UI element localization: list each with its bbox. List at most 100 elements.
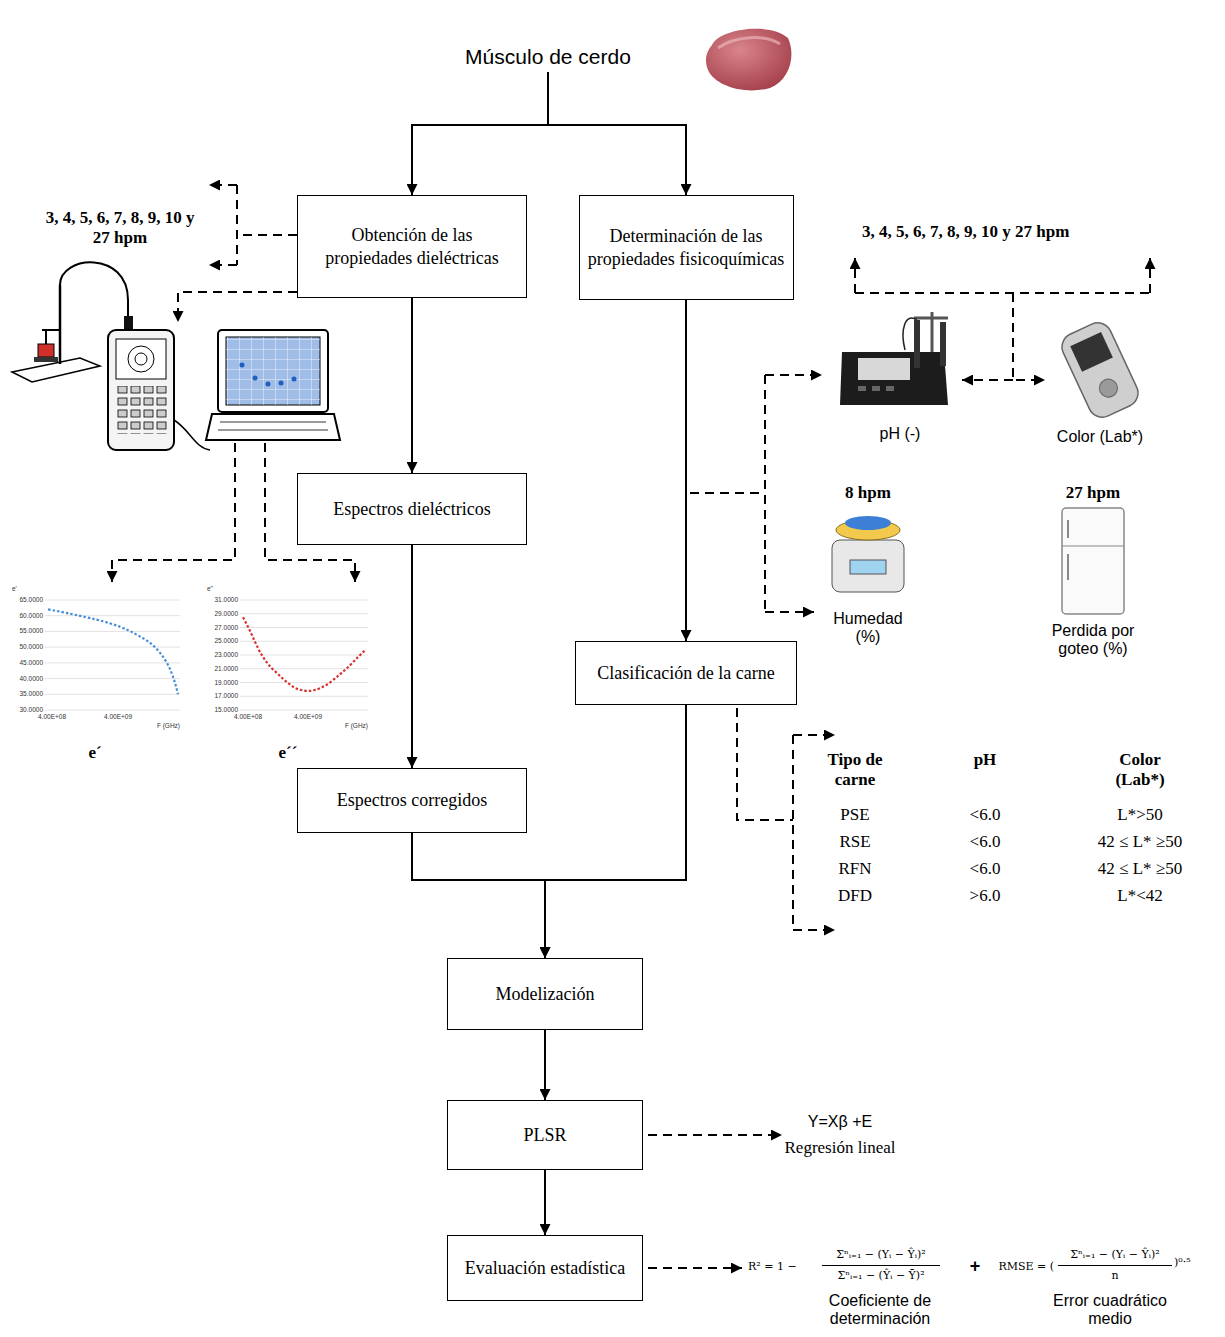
flow-arrow bbox=[545, 705, 686, 958]
permittivity-chart-part bbox=[45, 600, 180, 710]
tick-label: 50.0000 bbox=[7, 643, 43, 651]
ph-meter-part bbox=[886, 386, 894, 391]
tick-label: 40.0000 bbox=[7, 675, 43, 683]
dashed-leader-part bbox=[178, 292, 297, 322]
tick-label: 23.0000 bbox=[202, 651, 238, 659]
laptop-part bbox=[292, 377, 297, 382]
ph-meter-part bbox=[914, 320, 920, 368]
table-cell: 42 ≤ L* ≥50 bbox=[1075, 832, 1205, 852]
laptop-part bbox=[218, 422, 328, 430]
tick-label: 15.0000 bbox=[202, 706, 238, 714]
formula-operator: + bbox=[965, 1256, 985, 1278]
flow-arrow bbox=[412, 833, 545, 958]
moisture-balance-part bbox=[832, 540, 904, 592]
table-cell: <6.0 bbox=[955, 805, 1015, 825]
ph-meter-part bbox=[940, 322, 946, 366]
table-cell: <6.0 bbox=[955, 859, 1015, 879]
refrigerator-part bbox=[1062, 508, 1124, 614]
ph-meter-part bbox=[840, 352, 948, 405]
dashed-leader-part bbox=[765, 374, 822, 376]
laptop-part bbox=[218, 330, 328, 412]
tick-label: 17.0000 bbox=[202, 692, 238, 700]
axis-label: F (GHz) bbox=[130, 722, 180, 730]
process-box: Obtención de las propiedades dieléctrica… bbox=[297, 195, 527, 298]
table-cell: DFD bbox=[810, 886, 900, 906]
formula-term: )⁰·⁵ bbox=[1174, 1255, 1204, 1270]
box-text: PLSR bbox=[523, 1124, 566, 1147]
network-analyzer-part bbox=[116, 339, 166, 379]
instrument-label: Color (Lab*) bbox=[1040, 428, 1160, 446]
moisture-balance-part bbox=[850, 560, 886, 574]
formula-term: Σⁿᵢ₌₁ − (Ŷᵢ − Ȳ)² bbox=[821, 1268, 941, 1283]
permittivity-chart-part bbox=[48, 609, 178, 694]
process-box: Determinación de las propiedades fisicoq… bbox=[579, 195, 794, 300]
dashed-leader-part bbox=[737, 708, 793, 930]
table-cell: >6.0 bbox=[955, 886, 1015, 906]
tick-label: 21.0000 bbox=[202, 665, 238, 673]
probe-stand-part bbox=[59, 285, 62, 364]
permittivity-chart bbox=[45, 600, 180, 710]
laptop-part bbox=[206, 414, 340, 440]
probe-stand-part bbox=[12, 358, 100, 382]
tick-label: 35.0000 bbox=[7, 690, 43, 698]
dashed-leader-part bbox=[1149, 258, 1151, 293]
dashed-leader bbox=[112, 185, 1150, 1268]
table-header: pH bbox=[955, 750, 1015, 770]
ph-meter-part bbox=[858, 386, 866, 391]
colorimeter-part bbox=[1070, 332, 1113, 372]
dashed-leader-part bbox=[855, 292, 1150, 294]
flow-arrow bbox=[548, 72, 686, 195]
time-label: 3, 4, 5, 6, 7, 8, 9, 10 y 27 hpm bbox=[40, 208, 200, 249]
table-cell: RSE bbox=[810, 832, 900, 852]
dashed-leader-part bbox=[765, 611, 814, 613]
dashed-leader-part bbox=[209, 184, 237, 186]
tick-label: 27.0000 bbox=[202, 624, 238, 632]
loss-factor-chart-part bbox=[240, 600, 368, 710]
fraction-bar bbox=[822, 1265, 1172, 1266]
probe-stand-part bbox=[124, 316, 133, 330]
moisture-balance bbox=[832, 516, 904, 592]
dashed-leader-part bbox=[690, 375, 765, 612]
box-text: Evaluación estadística bbox=[465, 1257, 625, 1280]
chart-caption: e´ bbox=[75, 743, 115, 763]
tick-label: 4.00E+08 bbox=[32, 713, 72, 721]
dashed-leader-part bbox=[962, 379, 1013, 381]
box-text: Determinación de las propiedades fisicoq… bbox=[588, 225, 785, 270]
laptop-part bbox=[279, 381, 284, 386]
flow-arrow bbox=[544, 1170, 546, 1235]
formula-term: n bbox=[1058, 1268, 1172, 1283]
table-cell: 42 ≤ L* ≥50 bbox=[1075, 859, 1205, 879]
model-formula: Y=Xβ +E bbox=[770, 1112, 910, 1131]
time-label: 27 hpm bbox=[1048, 483, 1138, 503]
laptop bbox=[206, 330, 340, 440]
dashed-leader-part bbox=[793, 734, 835, 736]
box-text: Clasificación de la carne bbox=[597, 662, 774, 685]
laptop-part bbox=[226, 337, 320, 405]
flow-arrow bbox=[544, 1030, 546, 1100]
network-analyzer-part bbox=[108, 330, 174, 450]
flow-arrow bbox=[411, 545, 413, 768]
refrigerator-part bbox=[1067, 520, 1069, 538]
process-box: Modelización bbox=[447, 958, 643, 1030]
probe-stand-part bbox=[42, 329, 60, 331]
process-box: Evaluación estadística bbox=[447, 1235, 643, 1301]
flow-arrow bbox=[685, 300, 687, 641]
tick-label: 29.0000 bbox=[202, 610, 238, 618]
table-cell: RFN bbox=[810, 859, 900, 879]
axis-label: e'' bbox=[207, 585, 237, 593]
ph-meter-part bbox=[903, 318, 917, 350]
dashed-leader-part bbox=[854, 258, 856, 293]
chart-caption: e´´ bbox=[268, 743, 308, 763]
process-box: Espectros corregidos bbox=[297, 768, 527, 833]
table-header: Tipo de carne bbox=[810, 750, 900, 791]
refrigerator bbox=[1062, 508, 1124, 614]
tick-label: 4.00E+09 bbox=[288, 713, 328, 721]
ph-meter-part bbox=[872, 386, 880, 391]
tick-label: 4.00E+09 bbox=[98, 713, 138, 721]
loss-factor-chart bbox=[240, 600, 368, 710]
probe-stand-part bbox=[38, 344, 54, 357]
probe-stand-part bbox=[60, 262, 128, 318]
model-label: Regresión lineal bbox=[760, 1138, 920, 1158]
measure-label: Perdida por goteo (%) bbox=[1033, 622, 1153, 659]
colorimeter-part bbox=[1057, 318, 1142, 422]
